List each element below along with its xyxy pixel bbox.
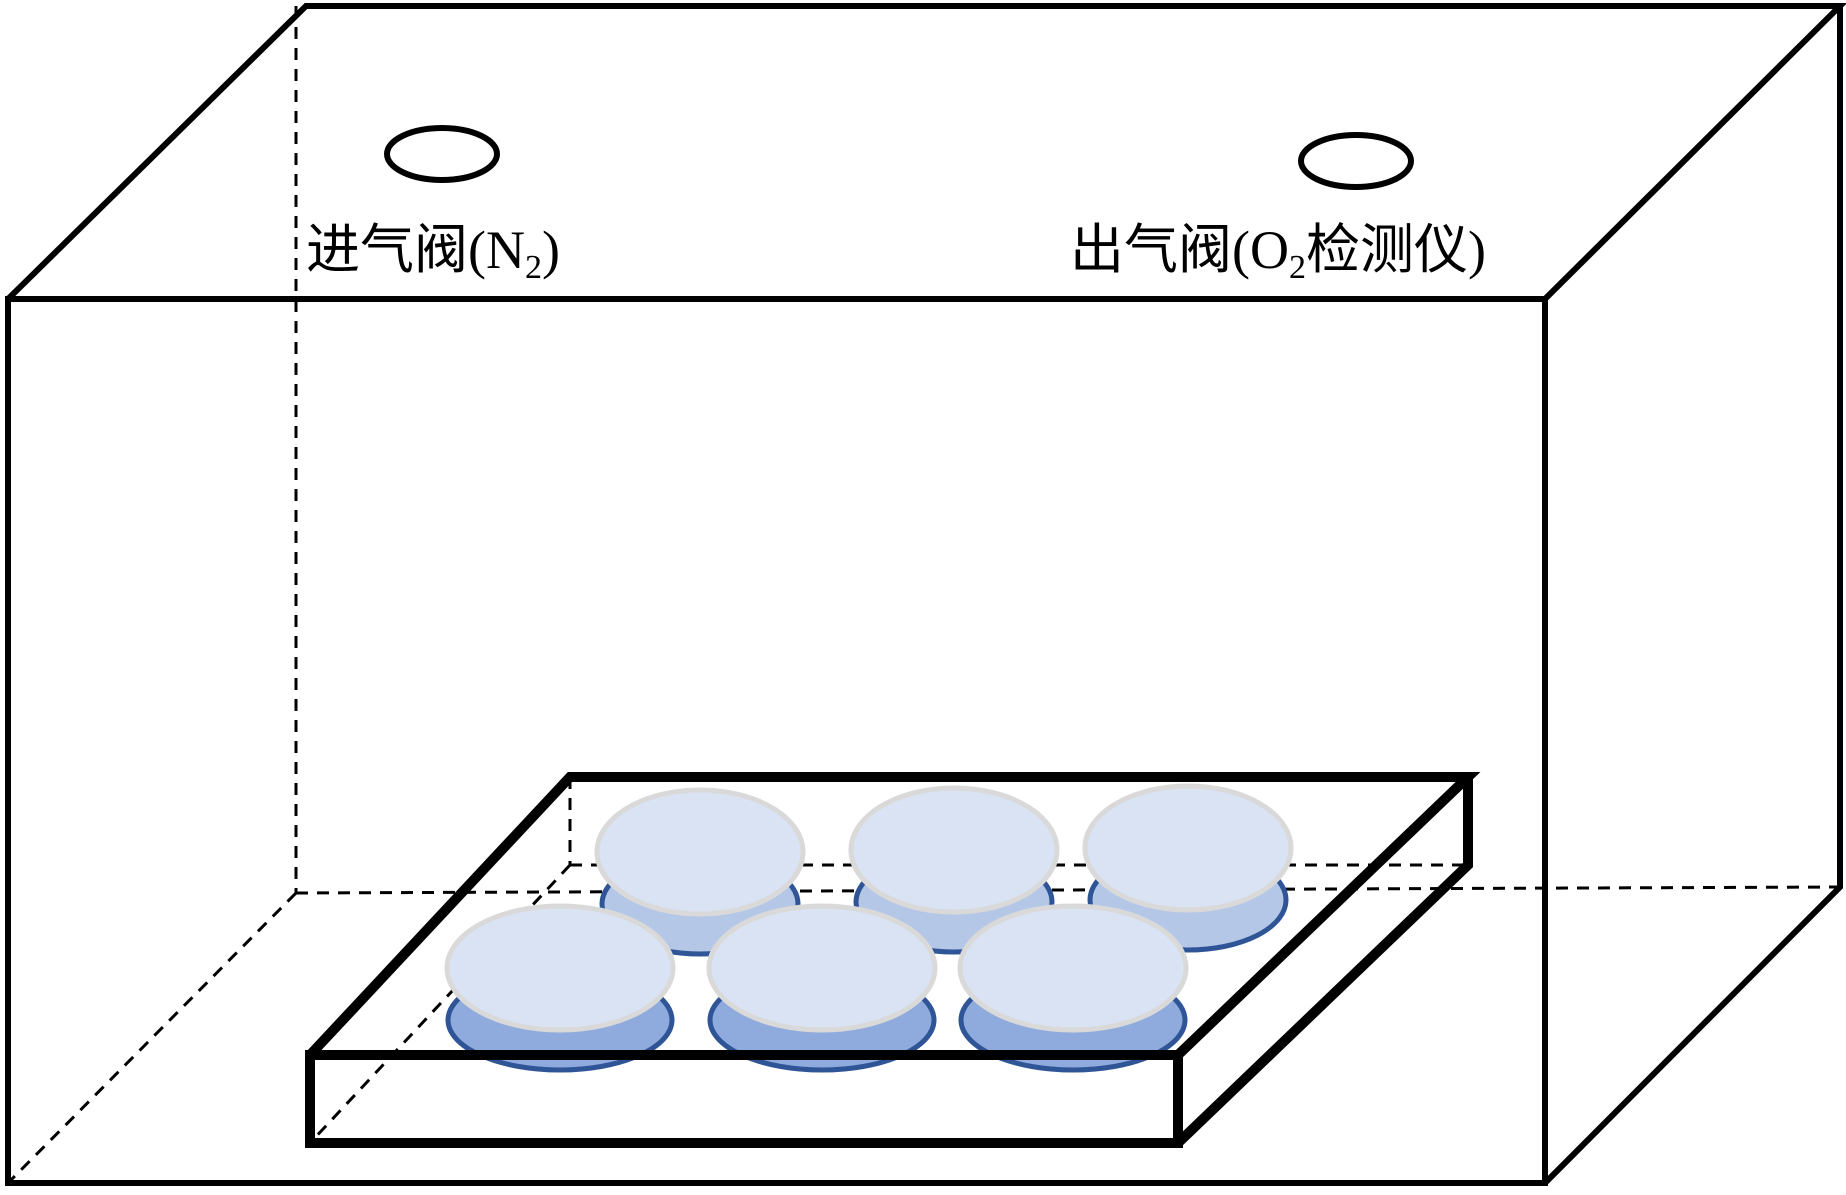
petri-dish-front-3: [957, 903, 1189, 1073]
petri-dish-back-3: [1082, 783, 1294, 953]
box-hidden-edges: [6, 6, 1841, 1185]
petri-dish-front-2: [706, 903, 938, 1073]
petri-dish-lid: [1082, 783, 1294, 913]
box-top-face: [5, 3, 1846, 302]
box-right-face: [1542, 6, 1843, 1186]
tray-top-rim: [306, 772, 1481, 1059]
inlet-valve-icon: [384, 125, 500, 183]
box-front-face: [5, 296, 1548, 1186]
inlet-label-close: ): [542, 220, 560, 280]
petri-dish-lid: [848, 785, 1060, 915]
inlet-label-subscript: 2: [525, 249, 542, 286]
box-back-bottom-edge: [295, 885, 1841, 895]
petri-dish-lid: [594, 787, 806, 917]
tray-right-face: [1174, 777, 1473, 1147]
box-visible-edges: [5, 3, 1846, 1186]
tray: [305, 772, 1481, 1148]
outlet-valve-label: 出气阀(O2检测仪): [1070, 220, 1486, 286]
inlet-valve-label: 进气阀(N2): [306, 220, 560, 286]
petri-dish-lid: [444, 903, 676, 1033]
petri-dishes: [444, 783, 1294, 1073]
outlet-label-close: 检测仪): [1306, 220, 1486, 280]
outlet-valve-icon: [1298, 132, 1414, 190]
inlet-label-main: 进气阀(N: [306, 220, 525, 280]
outlet-label-subscript: 2: [1289, 249, 1306, 286]
tray-front-face: [305, 1050, 1183, 1148]
outlet-label-main: 出气阀(O: [1070, 220, 1289, 280]
petri-dish-front-1: [444, 903, 676, 1073]
petri-dish-lid: [706, 903, 938, 1033]
box-bottom-left-depth-edge: [6, 891, 298, 1185]
petri-dish-lid: [957, 903, 1189, 1033]
